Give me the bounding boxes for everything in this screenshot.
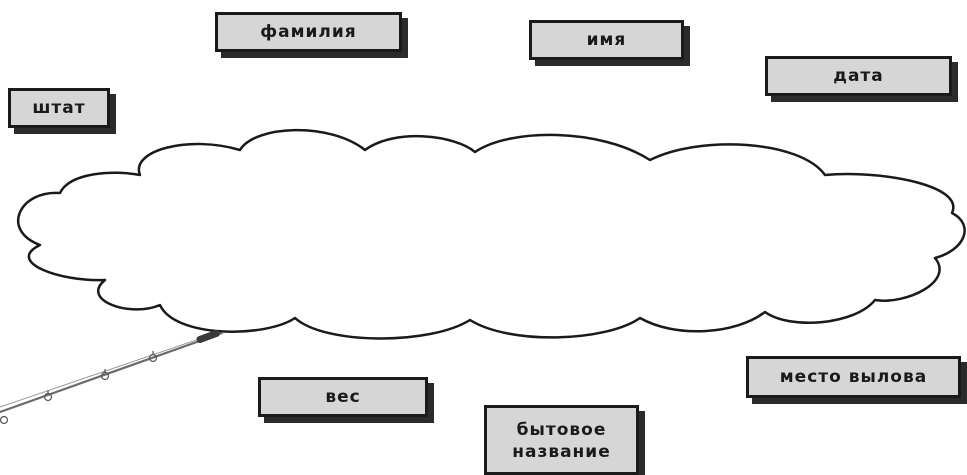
label-ves-text: вес	[325, 386, 360, 408]
label-bytovoe-nazvanie[interactable]: бытовое название	[484, 405, 639, 475]
label-ves[interactable]: вес	[258, 377, 428, 417]
label-mesto-vylova-text: место вылова	[780, 366, 927, 388]
label-data[interactable]: дата	[765, 56, 952, 96]
label-imya-text: имя	[587, 29, 627, 51]
label-data-text: дата	[833, 65, 884, 87]
rod-group	[0, 329, 222, 423]
label-bytovoe-line2: название	[512, 441, 611, 463]
label-shtat[interactable]: штат	[8, 88, 110, 128]
label-familiya-text: фамилия	[260, 21, 356, 43]
label-shtat-text: штат	[32, 97, 85, 119]
label-imya[interactable]: имя	[529, 20, 684, 60]
label-bytovoe-line1: бытовое	[517, 419, 607, 441]
label-mesto-vylova[interactable]: место вылова	[746, 356, 961, 398]
label-familiya[interactable]: фамилия	[215, 12, 402, 52]
